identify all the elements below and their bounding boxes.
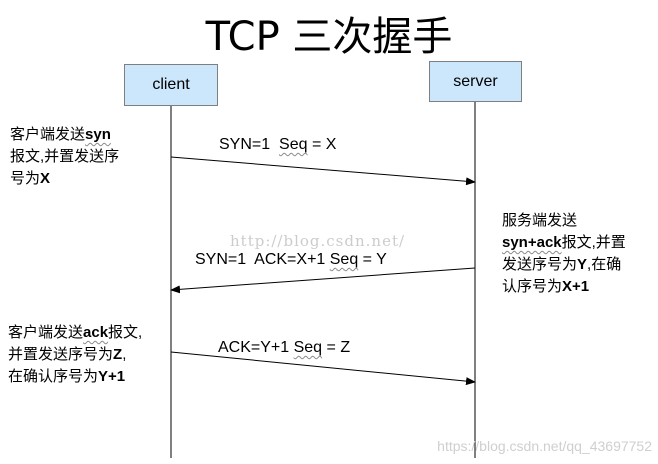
seq-wavy-text: Seq bbox=[279, 136, 308, 153]
watermark-center: http://blog.csdn.net/ bbox=[230, 232, 406, 250]
watermark-corner: https://blog.csdn.net/qq_43697752 bbox=[437, 438, 652, 454]
seq-wavy-text: Seq bbox=[293, 339, 323, 356]
syn-arrow bbox=[170, 156, 476, 186]
syn-ack-message-label: SYN=1 ACK=X+1 Seq = Y bbox=[195, 251, 387, 268]
page-title: TCP 三次握手 bbox=[205, 14, 453, 60]
client-step3-note: 客户端发送ack报文, 并置发送序号为Z, 在确认序号为Y+1 bbox=[8, 324, 143, 385]
client-actor-label: client bbox=[152, 76, 190, 93]
server-step2-note: 服务端发送 syn+ack报文,并置 发送序号为Y,在确 认序号为X+1 bbox=[502, 212, 626, 295]
client-actor-box: client bbox=[124, 64, 218, 106]
server-actor-label: server bbox=[453, 72, 498, 90]
seq-wavy-text: Seq bbox=[329, 251, 359, 268]
client-step1-note: 客户端发送syn 报文,并置发送序 号为X bbox=[10, 126, 120, 187]
syn-ack-arrow bbox=[170, 267, 476, 294]
ack-arrow bbox=[170, 351, 476, 386]
syn-message-label: SYN=1 Seq = X bbox=[219, 136, 337, 153]
server-actor-box: server bbox=[429, 61, 522, 102]
ack-message-label: ACK=Y+1 Seq = Z bbox=[218, 339, 351, 356]
